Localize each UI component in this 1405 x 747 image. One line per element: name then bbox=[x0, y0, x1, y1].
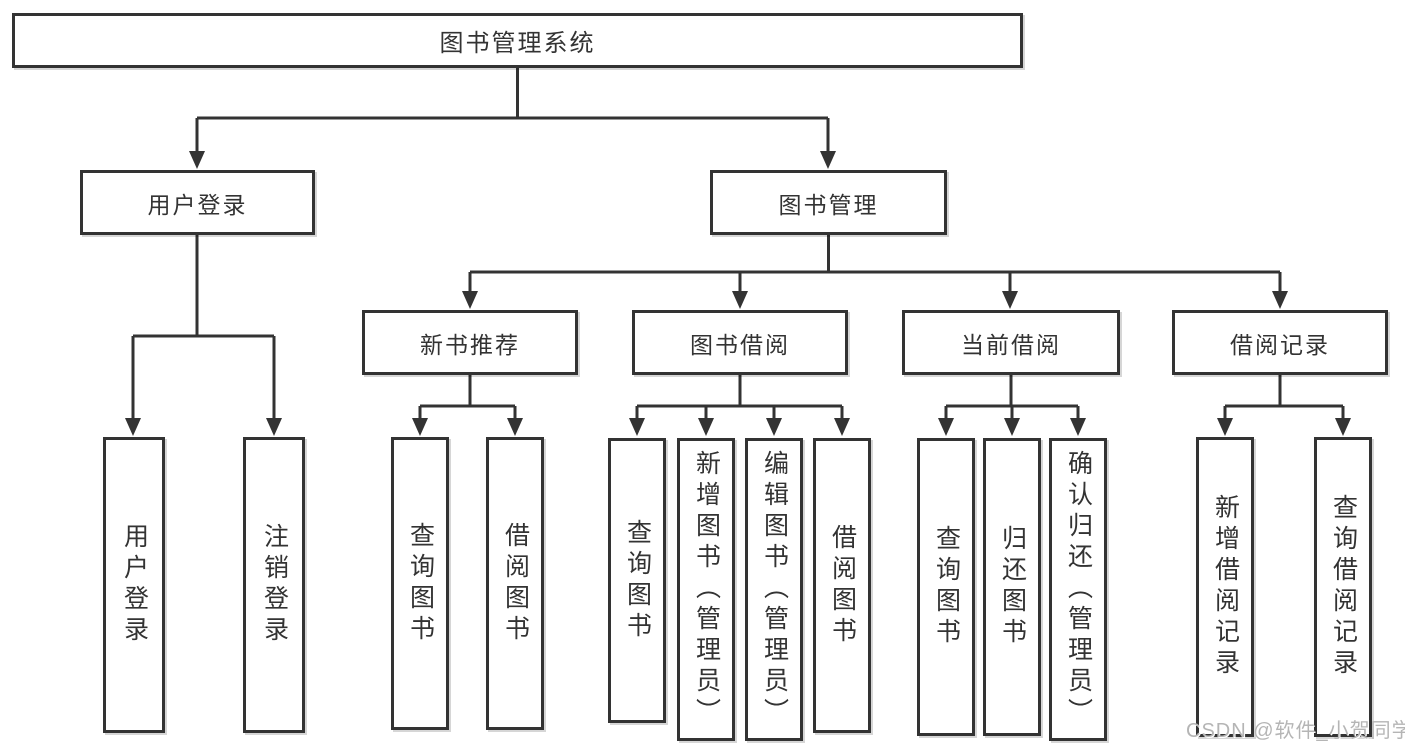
leaf-query-books-recommend: 查询图书 bbox=[391, 437, 449, 730]
node-new-book-recommend: 新书推荐 bbox=[362, 310, 578, 375]
leaf-query-books-current: 查询图书 bbox=[917, 438, 975, 736]
node-book-borrow: 图书借阅 bbox=[632, 310, 848, 375]
node-current-borrow: 当前借阅 bbox=[902, 310, 1120, 375]
leaf-edit-books-admin: 编辑图书（管理员） bbox=[745, 438, 803, 741]
connector-lines bbox=[131, 68, 1345, 423]
leaf-query-borrow-record: 查询借阅记录 bbox=[1314, 437, 1372, 737]
leaf-logout: 注销登录 bbox=[243, 437, 305, 733]
leaf-borrow-books: 借阅图书 bbox=[813, 438, 871, 733]
node-borrow-records: 借阅记录 bbox=[1172, 310, 1388, 375]
node-book-management: 图书管理 bbox=[710, 170, 947, 235]
node-user-login: 用户登录 bbox=[80, 170, 315, 235]
leaf-user-login: 用户登录 bbox=[103, 437, 165, 733]
node-root: 图书管理系统 bbox=[12, 13, 1023, 68]
connector-arrowheads bbox=[125, 151, 1351, 436]
watermark: CSDN @软件_小贺同学 bbox=[1186, 720, 1405, 742]
leaf-borrow-books-recommend: 借阅图书 bbox=[486, 437, 544, 730]
leaf-confirm-return-admin: 确认归还（管理员） bbox=[1049, 438, 1107, 741]
leaf-add-borrow-record: 新增借阅记录 bbox=[1196, 437, 1254, 737]
leaf-add-books-admin: 新增图书（管理员） bbox=[677, 438, 735, 741]
leaf-query-books-borrow: 查询图书 bbox=[608, 438, 666, 723]
leaf-return-books: 归还图书 bbox=[983, 438, 1041, 736]
